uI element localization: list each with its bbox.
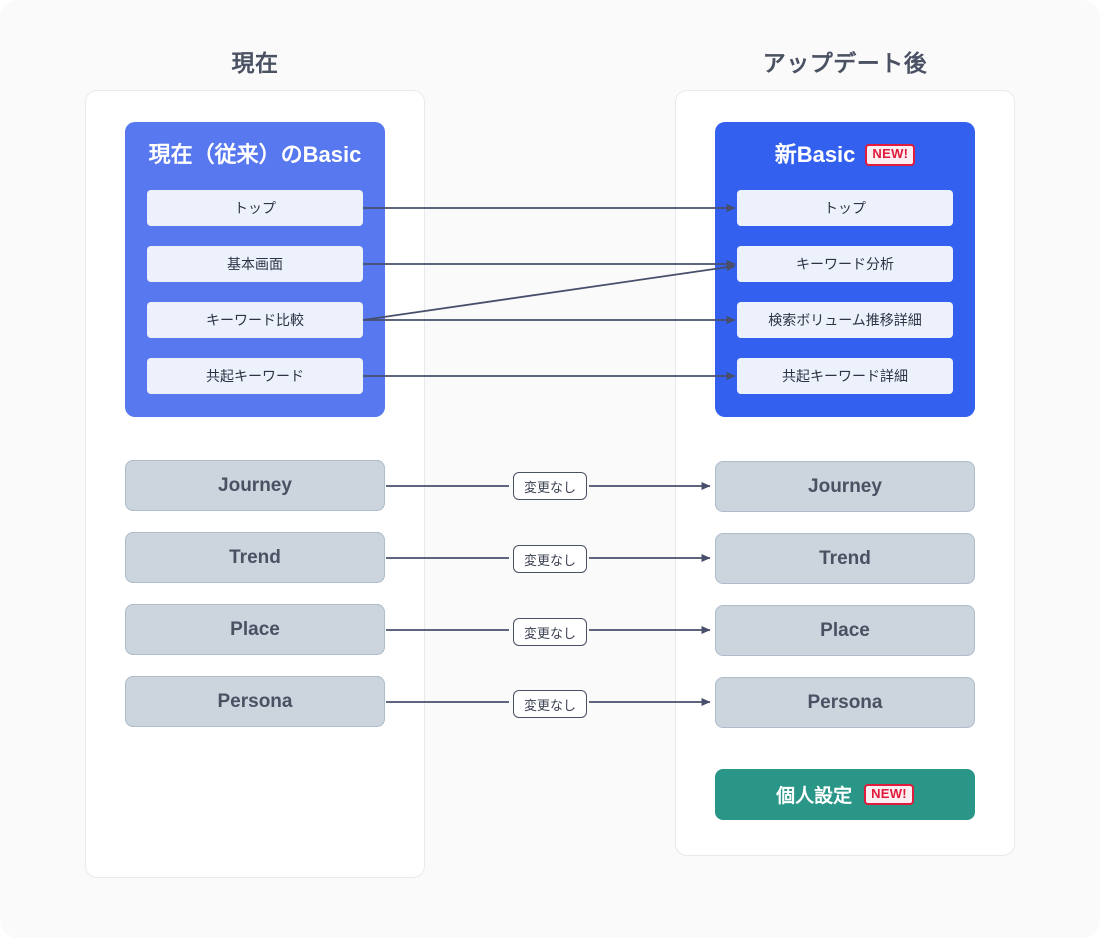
new-feature-label: 個人設定 <box>776 786 853 807</box>
edge-label-persona: 変更なし <box>513 690 588 718</box>
module-left-place[interactable]: Place <box>125 604 385 655</box>
card-current-basic: 現在（従来）のBasic トップ 基本画面 キーワード比較 共起キーワード <box>125 122 385 417</box>
module-right-persona[interactable]: Persona <box>715 677 975 728</box>
module-left-persona[interactable]: Persona <box>125 676 385 727</box>
card-item-right-0[interactable]: トップ <box>737 190 953 226</box>
new-badge-icon-personal-settings: NEW! <box>864 783 914 806</box>
card-item-left-0[interactable]: トップ <box>147 190 363 226</box>
card-new-basic-title: 新Basic NEW! <box>715 122 975 166</box>
card-new-basic-title-text: 新Basic <box>774 142 856 167</box>
card-item-right-2[interactable]: 検索ボリューム推移詳細 <box>737 302 953 338</box>
card-new-basic: 新Basic NEW! トップ キーワード分析 検索ボリューム推移詳細 共起キー… <box>715 122 975 417</box>
card-item-left-1[interactable]: 基本画面 <box>147 246 363 282</box>
module-left-trend[interactable]: Trend <box>125 532 385 583</box>
new-feature-personal-settings[interactable]: 個人設定 NEW! <box>715 769 975 820</box>
card-item-right-1[interactable]: キーワード分析 <box>737 246 953 282</box>
column-title-after-update: アップデート後 <box>762 50 928 76</box>
column-title-current: 現在 <box>231 50 279 76</box>
card-current-basic-title: 現在（従来）のBasic <box>125 122 385 166</box>
module-right-trend[interactable]: Trend <box>715 533 975 584</box>
card-item-right-3[interactable]: 共起キーワード詳細 <box>737 358 953 394</box>
module-right-journey[interactable]: Journey <box>715 461 975 512</box>
edge-label-journey: 変更なし <box>513 472 588 500</box>
card-current-basic-title-text: 現在（従来）のBasic <box>148 142 362 167</box>
edge-label-place: 変更なし <box>513 618 588 646</box>
module-right-place[interactable]: Place <box>715 605 975 656</box>
card-item-left-2[interactable]: キーワード比較 <box>147 302 363 338</box>
new-badge-icon: NEW! <box>865 144 916 166</box>
card-item-left-3[interactable]: 共起キーワード <box>147 358 363 394</box>
edge-label-trend: 変更なし <box>513 545 588 573</box>
module-left-journey[interactable]: Journey <box>125 460 385 511</box>
